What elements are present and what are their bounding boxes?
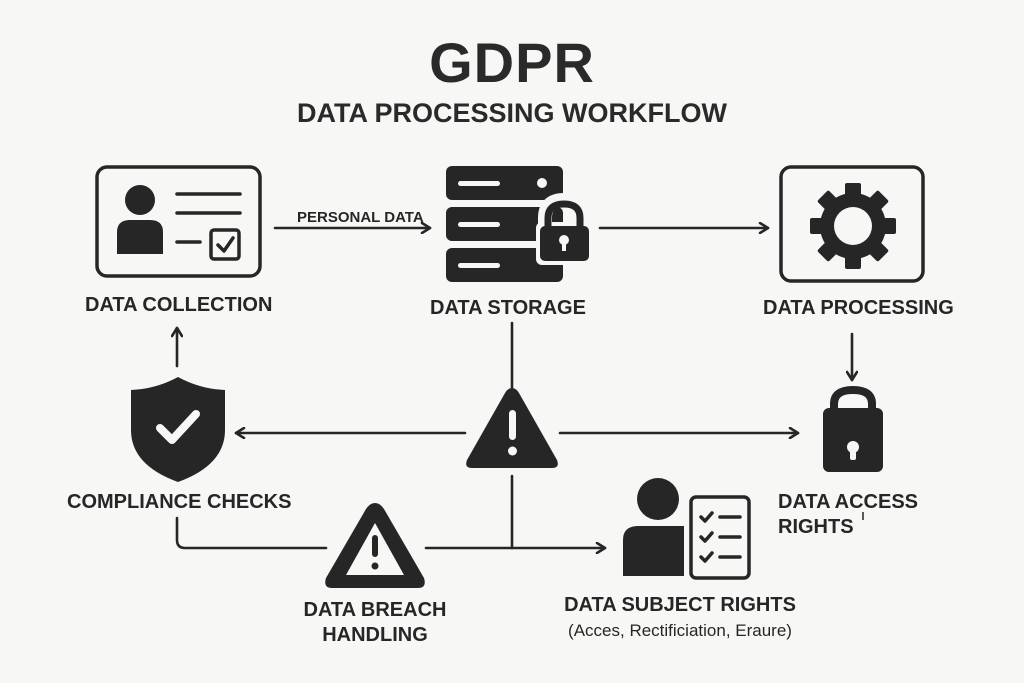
page-title: GDPR	[429, 31, 595, 94]
data-breach-line1: DATA BREACH	[303, 599, 447, 621]
node-label-data-subject-rights: DATA SUBJECT RIGHTS (Acces, Rectificiati…	[555, 593, 805, 643]
data-breach-line2: HANDLING	[322, 624, 428, 646]
edge-compliance-to-breach	[175, 516, 328, 550]
node-label-data-collection: DATA COLLECTION	[85, 294, 273, 316]
id-card-icon	[95, 165, 262, 278]
person-checklist-icon	[623, 478, 751, 580]
node-label-data-processing: DATA PROCESSING	[763, 297, 954, 319]
node-label-data-access-rights: DATA ACCESS RIGHTS	[778, 490, 918, 540]
server-lock-icon	[446, 166, 593, 282]
padlock-icon	[823, 385, 883, 472]
gear-icon	[779, 165, 925, 283]
node-label-data-breach-handling: DATA BREACH HANDLING	[295, 598, 455, 648]
node-label-compliance-checks: COMPLIANCE CHECKS	[67, 491, 292, 513]
breach-warning-icon	[325, 503, 425, 588]
shield-check-icon	[131, 377, 225, 482]
page-subtitle: DATA PROCESSING WORKFLOW	[297, 98, 727, 128]
data-subject-rights-sublabel: (Acces, Rectificiation, Eraure)	[568, 621, 792, 640]
warning-icon	[466, 388, 558, 468]
data-access-rights-line2: RIGHTS	[778, 516, 854, 538]
node-label-data-storage: DATA STORAGE	[430, 297, 586, 319]
edge-label-personal-data: PERSONAL DATA	[297, 209, 424, 226]
data-subject-rights-title: DATA SUBJECT RIGHTS	[564, 594, 796, 616]
data-access-rights-line1: DATA ACCESS	[778, 491, 918, 513]
